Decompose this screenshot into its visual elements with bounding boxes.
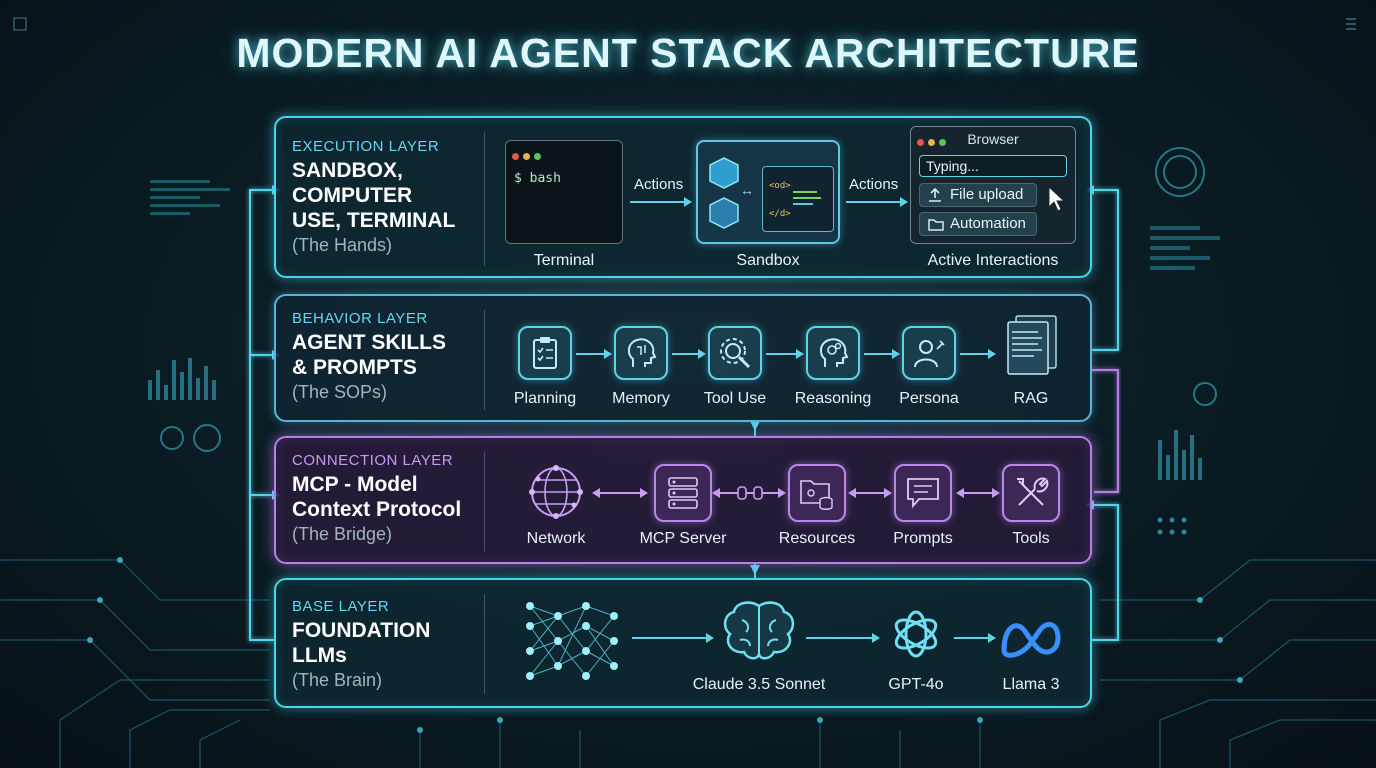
layer-divider <box>484 452 485 552</box>
browser-window: Browser Typing... File upload Automation <box>910 126 1076 244</box>
node-label-resources: Resources <box>778 530 856 547</box>
node-label-sandbox: Sandbox <box>736 252 800 269</box>
clipboard-icon <box>518 326 572 380</box>
folder-db-icon <box>788 464 846 522</box>
layer-name: MCP - Model Context Protocol <box>292 472 482 522</box>
node-label-active-interactions: Active Interactions <box>927 252 1059 269</box>
actions-label-1: Actions <box>634 176 684 193</box>
layer-divider <box>484 132 485 266</box>
layer-name-line: FOUNDATION <box>292 619 431 642</box>
window-controls <box>917 133 950 151</box>
sandbox-window: ↔ <od> </d> <box>696 140 840 244</box>
node-label-prompts: Prompts <box>893 530 953 547</box>
globe-icon <box>529 465 583 519</box>
layer-subtitle: (The Hands) <box>292 235 393 255</box>
layer-name-line: COMPUTER <box>292 184 413 207</box>
arrow-right-icon <box>630 197 692 207</box>
connection-layer-text: CONNECTION LAYER MCP - Model Context Pro… <box>292 452 482 545</box>
execution-layer: EXECUTION LAYER SANDBOX, COMPUTER USE, T… <box>274 116 1092 278</box>
chat-icon <box>894 464 952 522</box>
code-line: </d> <box>769 209 791 219</box>
node-label-mcp-server: MCP Server <box>639 530 727 547</box>
layer-tag: BEHAVIOR LAYER <box>292 310 428 327</box>
code-editor-panel: <od> </d> <box>762 166 834 232</box>
documents-icon <box>1007 315 1057 375</box>
layer-tag: CONNECTION LAYER <box>292 452 454 469</box>
base-layer-text: BASE LAYER FOUNDATION LLMs (The Brain) <box>292 598 482 691</box>
code-line: <od> <box>769 181 791 191</box>
layer-name: AGENT SKILLS & PROMPTS <box>292 330 482 380</box>
openai-logo-icon <box>894 610 938 658</box>
layer-name: FOUNDATION LLMs <box>292 618 482 668</box>
layer-name: SANDBOX, COMPUTER USE, TERMINAL <box>292 158 482 233</box>
node-label-rag: RAG <box>1013 390 1049 407</box>
layer-subtitle: (The Bridge) <box>292 524 393 544</box>
layer-tag: BASE LAYER <box>292 598 390 615</box>
exchange-arrows-icon: ↔ <box>740 182 754 198</box>
cursor-icon <box>1048 185 1066 212</box>
node-label-claude: Claude 3.5 Sonnet <box>692 676 826 693</box>
execution-layer-text: EXECUTION LAYER SANDBOX, COMPUTER USE, T… <box>292 138 482 256</box>
node-label-network: Network <box>526 530 586 547</box>
container-cubes-icon <box>709 157 739 229</box>
head-gears-icon <box>806 326 860 380</box>
base-layer: BASE LAYER FOUNDATION LLMs (The Brain) C… <box>274 578 1092 708</box>
gear-wrench-icon <box>708 326 762 380</box>
layer-name-line: USE, TERMINAL <box>292 209 456 232</box>
layer-name-line: LLMs <box>292 644 347 667</box>
upload-icon <box>929 187 941 202</box>
layer-divider <box>484 594 485 694</box>
layer-name-line: & PROMPTS <box>292 356 417 379</box>
browser-typing-input[interactable]: Typing... <box>919 155 1067 177</box>
person-icon <box>902 326 956 380</box>
browser-title: Browser <box>967 131 1019 147</box>
behavior-layer-text: BEHAVIOR LAYER AGENT SKILLS & PROMPTS (T… <box>292 310 482 403</box>
arrow-right-icon <box>846 197 908 207</box>
bidirectional-arrows <box>592 486 1000 500</box>
node-label-tool-use: Tool Use <box>703 390 767 407</box>
terminal-prompt: $ bash <box>514 171 561 186</box>
window-controls <box>512 147 545 165</box>
node-label-tools: Tools <box>1012 530 1050 547</box>
node-label-llama: Llama 3 <box>1002 676 1060 693</box>
node-label-reasoning: Reasoning <box>794 390 872 407</box>
node-label-memory: Memory <box>612 390 670 407</box>
layer-name-line: MCP - Model <box>292 473 418 496</box>
file-upload-button[interactable]: File upload <box>919 183 1037 207</box>
node-label-terminal: Terminal <box>533 252 595 269</box>
layer-name-line: SANDBOX, <box>292 159 403 182</box>
layer-subtitle: (The Brain) <box>292 670 383 690</box>
tools-icon <box>1002 464 1060 522</box>
node-label-gpt4o: GPT-4o <box>888 676 944 693</box>
terminal-window: $ bash <box>505 140 623 244</box>
brain-head-icon <box>614 326 668 380</box>
layer-name-line: AGENT SKILLS <box>292 331 447 354</box>
page-title: MODERN AI AGENT STACK ARCHITECTURE <box>236 30 1140 76</box>
file-upload-label: File upload <box>950 186 1024 203</box>
automation-button[interactable]: Automation <box>919 212 1037 236</box>
neural-network-icon <box>526 602 618 680</box>
automation-label: Automation <box>950 215 1026 232</box>
layer-divider <box>484 310 485 410</box>
layer-tag: EXECUTION LAYER <box>292 138 440 155</box>
server-icon <box>654 464 712 522</box>
layer-subtitle: (The SOPs) <box>292 382 388 402</box>
folder-icon <box>928 219 944 231</box>
layer-name-line: Context Protocol <box>292 498 462 521</box>
connection-layer: CONNECTION LAYER MCP - Model Context Pro… <box>274 436 1092 564</box>
actions-label-2: Actions <box>849 176 899 193</box>
meta-logo-icon <box>1001 621 1061 658</box>
flow-arrows <box>632 633 996 643</box>
node-label-planning: Planning <box>513 390 577 407</box>
node-label-persona: Persona <box>899 390 959 407</box>
flow-arrows <box>576 349 996 359</box>
behavior-layer: BEHAVIOR LAYER AGENT SKILLS & PROMPTS (T… <box>274 294 1092 422</box>
brain-icon <box>723 601 795 660</box>
